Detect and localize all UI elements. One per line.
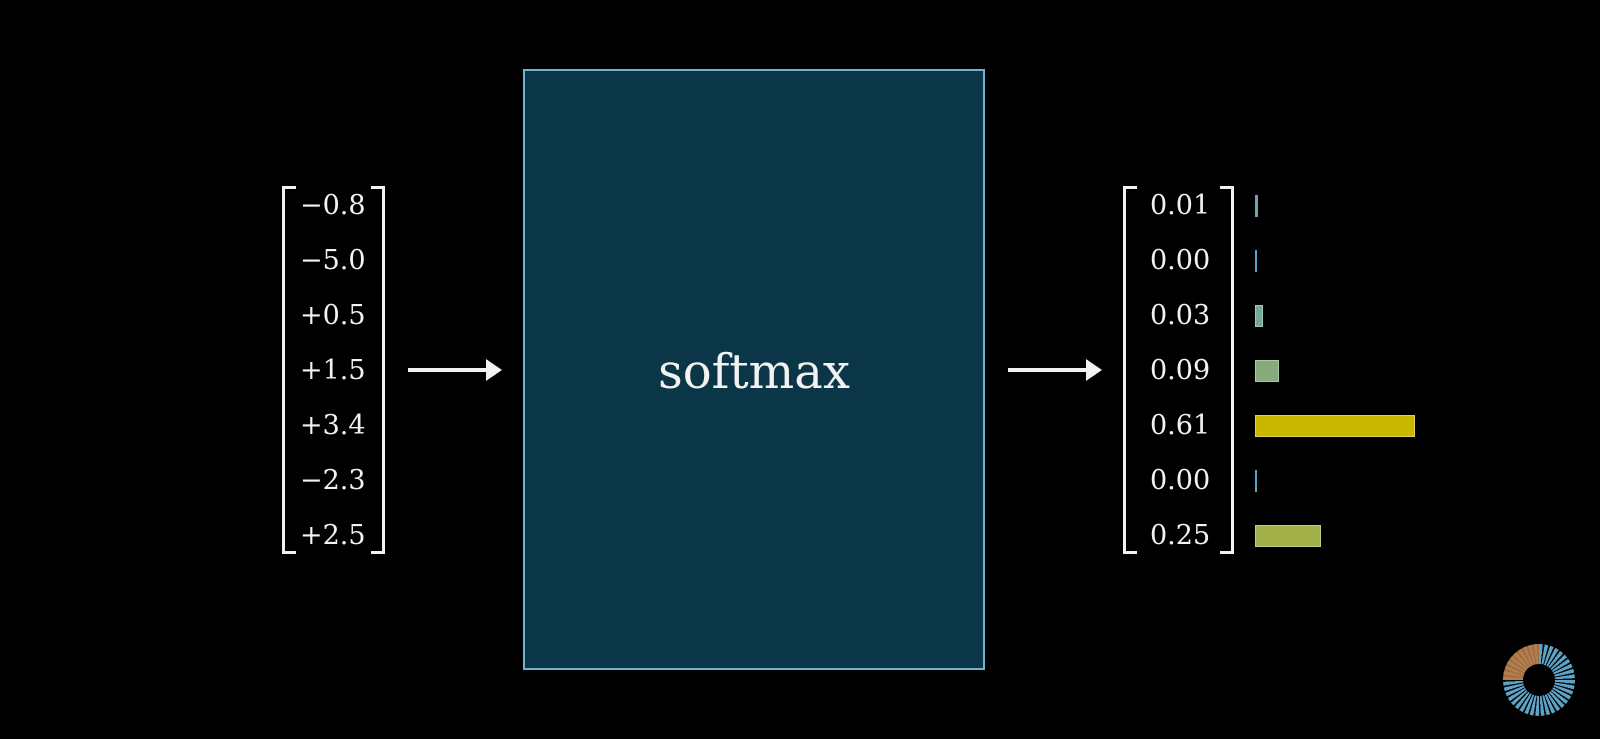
probability-bar (1255, 415, 1415, 437)
output-value: 0.25 (1150, 520, 1211, 551)
probability-bar (1255, 470, 1257, 492)
pi-creature-eye-logo-icon (1503, 644, 1575, 716)
probability-bar (1255, 525, 1321, 547)
input-value: +3.4 (300, 410, 366, 441)
output-value: 0.00 (1150, 245, 1211, 276)
output-value: 0.00 (1150, 465, 1211, 496)
probability-bar (1255, 360, 1279, 382)
output-value: 0.03 (1150, 300, 1211, 331)
input-left-bracket (282, 186, 296, 554)
softmax-label: softmax (658, 344, 850, 400)
probability-bar (1255, 305, 1263, 327)
input-value: −0.8 (300, 190, 366, 221)
output-value: 0.09 (1150, 355, 1211, 386)
input-value: +2.5 (300, 520, 366, 551)
input-value: +1.5 (300, 355, 366, 386)
input-arrow (408, 359, 502, 381)
softmax-box: softmax (523, 69, 985, 670)
input-value: +0.5 (300, 300, 366, 331)
output-left-bracket (1123, 186, 1137, 554)
output-right-bracket (1220, 186, 1234, 554)
probability-bar (1255, 250, 1257, 272)
input-value: −5.0 (300, 245, 366, 276)
output-value: 0.61 (1150, 410, 1211, 441)
output-arrow (1008, 359, 1102, 381)
probability-bar (1255, 195, 1258, 217)
input-value: −2.3 (300, 465, 366, 496)
input-right-bracket (371, 186, 385, 554)
output-value: 0.01 (1150, 190, 1211, 221)
